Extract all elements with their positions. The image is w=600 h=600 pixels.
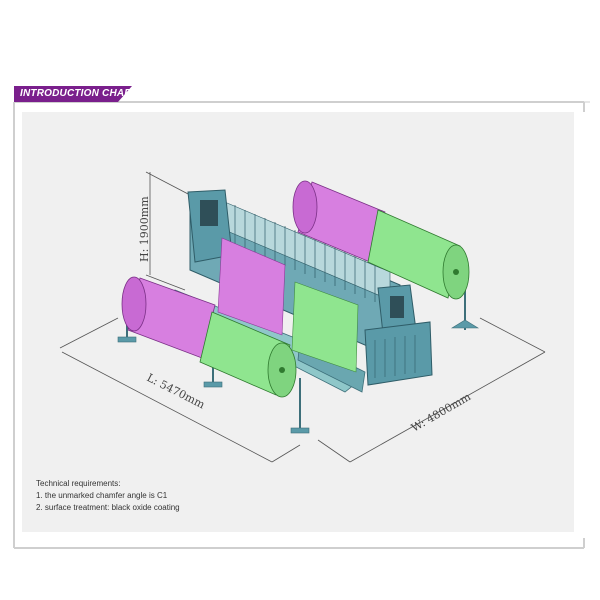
dimension-lines (59, 171, 546, 463)
rear-magenta-roll (292, 180, 386, 263)
technical-line-1: 1. the unmarked chamfer angle is C1 (36, 491, 168, 500)
height-dimension-label: H: 1900mm (138, 196, 151, 262)
technical-requirements: Technical requirements: 1. the unmarked … (36, 478, 180, 514)
technical-title: Technical requirements: (36, 479, 121, 488)
section-title: INTRODUCTION CHART (20, 88, 138, 99)
rear-green-roll (367, 209, 470, 300)
header-tab-shape (14, 86, 132, 102)
green-fabric-sheet (291, 281, 359, 373)
front-green-roll (199, 311, 297, 398)
technical-line-2: 2. surface treatment: black oxide coatin… (36, 503, 180, 512)
control-cabinet (364, 321, 433, 386)
section-header: INTRODUCTION CHART (14, 86, 138, 102)
length-dimension-label: L: 5470mm (145, 371, 208, 412)
front-magenta-roll (121, 276, 216, 359)
width-dimension-label: W: 4800mm (409, 390, 474, 435)
magenta-fabric-sheet (217, 237, 286, 336)
stand-feet (117, 319, 480, 434)
